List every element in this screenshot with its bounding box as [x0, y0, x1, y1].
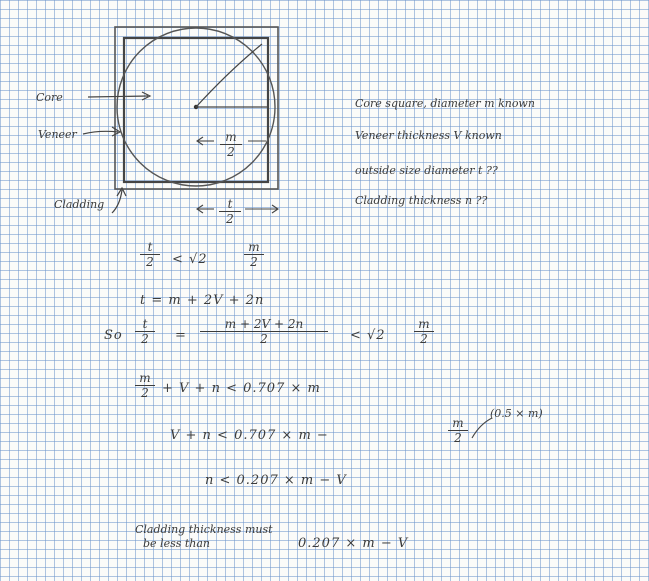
- eq1-rhs: m 2: [244, 240, 264, 269]
- eq3-so: So: [104, 328, 123, 343]
- eq3-rhs: m 2: [414, 317, 434, 346]
- note-arrow: [471, 417, 493, 439]
- half-m-label: m 2: [220, 130, 242, 159]
- note-outside: outside size diameter t ??: [355, 164, 498, 177]
- core-circle: [116, 27, 276, 187]
- diagonal-line: [195, 43, 263, 108]
- eq5-note: (0.5 × m): [490, 407, 543, 420]
- core-arrow: [87, 95, 149, 98]
- cladding-arrow: [111, 189, 123, 214]
- eq6: n < 0.207 × m − V: [205, 473, 347, 488]
- half-t-label: t 2: [219, 197, 241, 226]
- conclusion-line1: Cladding thickness must: [135, 523, 273, 536]
- conclusion-expr: 0.207 × m − V: [298, 536, 409, 551]
- eq3-equals: =: [175, 328, 187, 343]
- veneer-arrow: [82, 130, 119, 135]
- eq4-frac: m 2: [135, 371, 155, 400]
- eq4-rest: + V + n < 0.707 × m: [162, 381, 321, 396]
- core-label: Core: [36, 91, 63, 104]
- conclusion-line2: be less than: [143, 537, 211, 550]
- eq1-mid: < √2: [172, 252, 208, 267]
- eq5: V + n < 0.707 × m −: [170, 428, 329, 443]
- outside-square: [114, 26, 279, 190]
- note-core: Core square, diameter m known: [355, 97, 535, 110]
- cladding-label: Cladding: [54, 198, 105, 211]
- note-cladding: Cladding thickness n ??: [355, 194, 488, 207]
- eq3-lhs: t 2: [135, 317, 155, 346]
- eq2: t = m + 2V + 2n: [140, 293, 265, 308]
- eq5-frac: m 2: [448, 416, 468, 445]
- veneer-label: Veneer: [38, 128, 77, 141]
- cladding-square: [122, 36, 270, 184]
- eq3-mid: m + 2V + 2n 2: [200, 317, 328, 346]
- note-veneer: Veneer thickness V known: [355, 129, 502, 142]
- eq1-lhs: t 2: [140, 240, 160, 269]
- eq3-lt: < √2: [350, 328, 386, 343]
